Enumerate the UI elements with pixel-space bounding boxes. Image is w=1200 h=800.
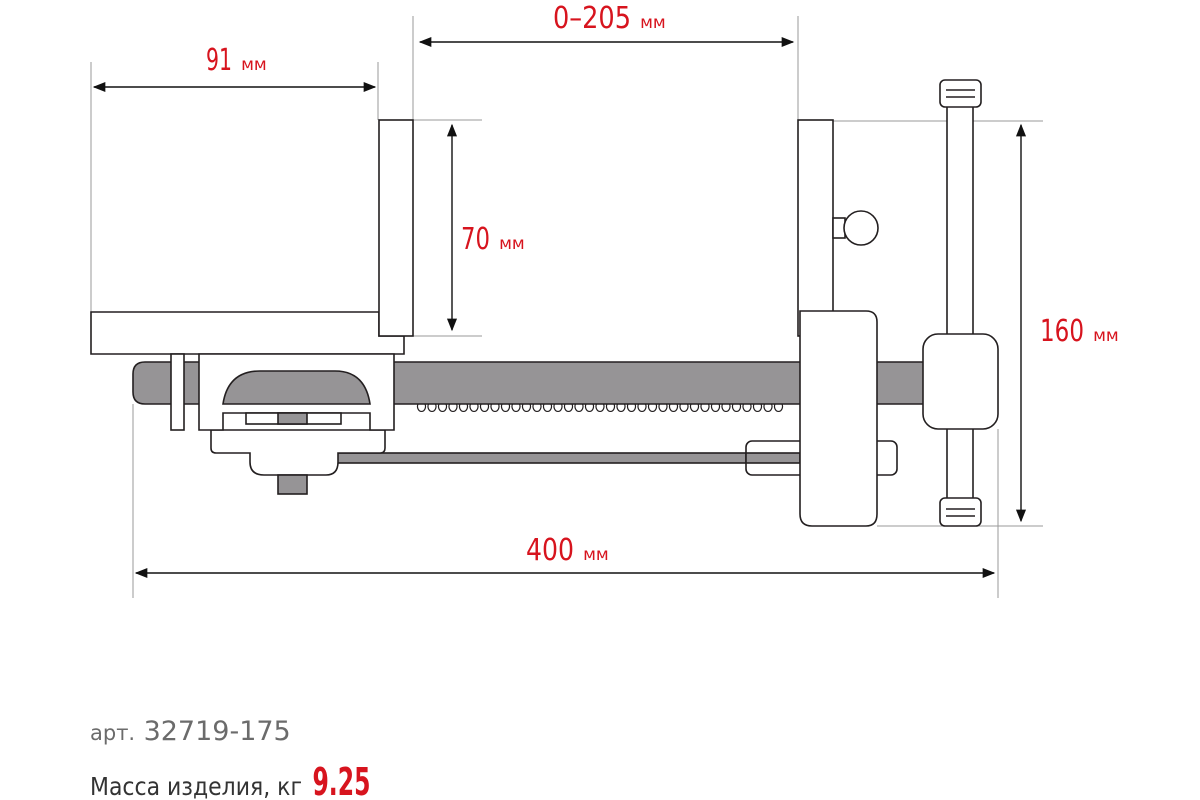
rack-tooth	[742, 403, 752, 413]
rack-tooth	[542, 403, 553, 413]
rack-tooth	[521, 403, 532, 413]
rack-tooth	[763, 403, 773, 413]
lower-bracket	[210, 429, 386, 476]
rack-tooth	[689, 403, 700, 413]
rack-tooth	[658, 403, 668, 413]
rack-tooth	[437, 403, 448, 413]
handle-cap-bottom	[939, 497, 982, 527]
bracket-bolt	[277, 474, 308, 495]
mass-line: Масса изделия, кг 9.25	[90, 760, 370, 800]
dim-label-91: 91 мм	[206, 43, 267, 78]
rack-tooth	[668, 403, 679, 413]
rack-tooth	[458, 403, 469, 413]
rack-tooth	[647, 403, 658, 413]
rack-tooth	[563, 403, 574, 413]
dim-label-70: 70 мм	[461, 222, 525, 257]
handle-cap-top	[939, 79, 982, 108]
rack-tooth	[731, 403, 742, 413]
dim-label-400: 400 мм	[526, 533, 609, 568]
rack-tooth	[427, 403, 437, 413]
rack-tooth	[469, 403, 479, 413]
guide-rod-end	[745, 452, 801, 464]
rack-tooth	[605, 403, 616, 413]
article-line: арт. 32719-175	[90, 716, 291, 747]
rack-tooth	[500, 403, 511, 413]
dim-label-160: 160 мм	[1040, 314, 1119, 349]
rack-tooth	[553, 403, 563, 413]
dim-label-opening: 0–205 мм	[553, 1, 666, 36]
rack-tooth	[448, 403, 458, 413]
rack-tooth	[773, 403, 784, 413]
bracket-dome	[222, 370, 371, 405]
rack-tooth	[479, 403, 490, 413]
guide-rod	[335, 452, 801, 464]
rack-tooth	[679, 403, 689, 413]
rack-tooth	[416, 403, 427, 413]
rack-tooth	[511, 403, 521, 413]
rack-tooth	[490, 403, 500, 413]
rack-tooth	[595, 403, 605, 413]
fixed-jaw	[378, 119, 414, 337]
handle-hub	[922, 333, 999, 430]
rack-tooth	[710, 403, 721, 413]
rack-tooth	[616, 403, 626, 413]
clamp-nut	[277, 412, 308, 425]
workbench-board	[90, 311, 405, 355]
rack-tooth	[532, 403, 542, 413]
extension-lines	[90, 16, 1043, 598]
rack-tooth	[574, 403, 584, 413]
knob-ball	[843, 210, 879, 246]
handle-bar	[946, 105, 974, 500]
rack-tooth	[700, 403, 710, 413]
moving-body	[799, 310, 878, 527]
rack-tooth	[752, 403, 763, 413]
moving-jaw	[797, 119, 834, 337]
rack-tooth	[626, 403, 637, 413]
rack-tooth	[584, 403, 595, 413]
rack-tooth	[721, 403, 731, 413]
mount-post	[170, 353, 185, 431]
rack-tooth	[637, 403, 647, 413]
rod-teeth	[416, 403, 784, 413]
